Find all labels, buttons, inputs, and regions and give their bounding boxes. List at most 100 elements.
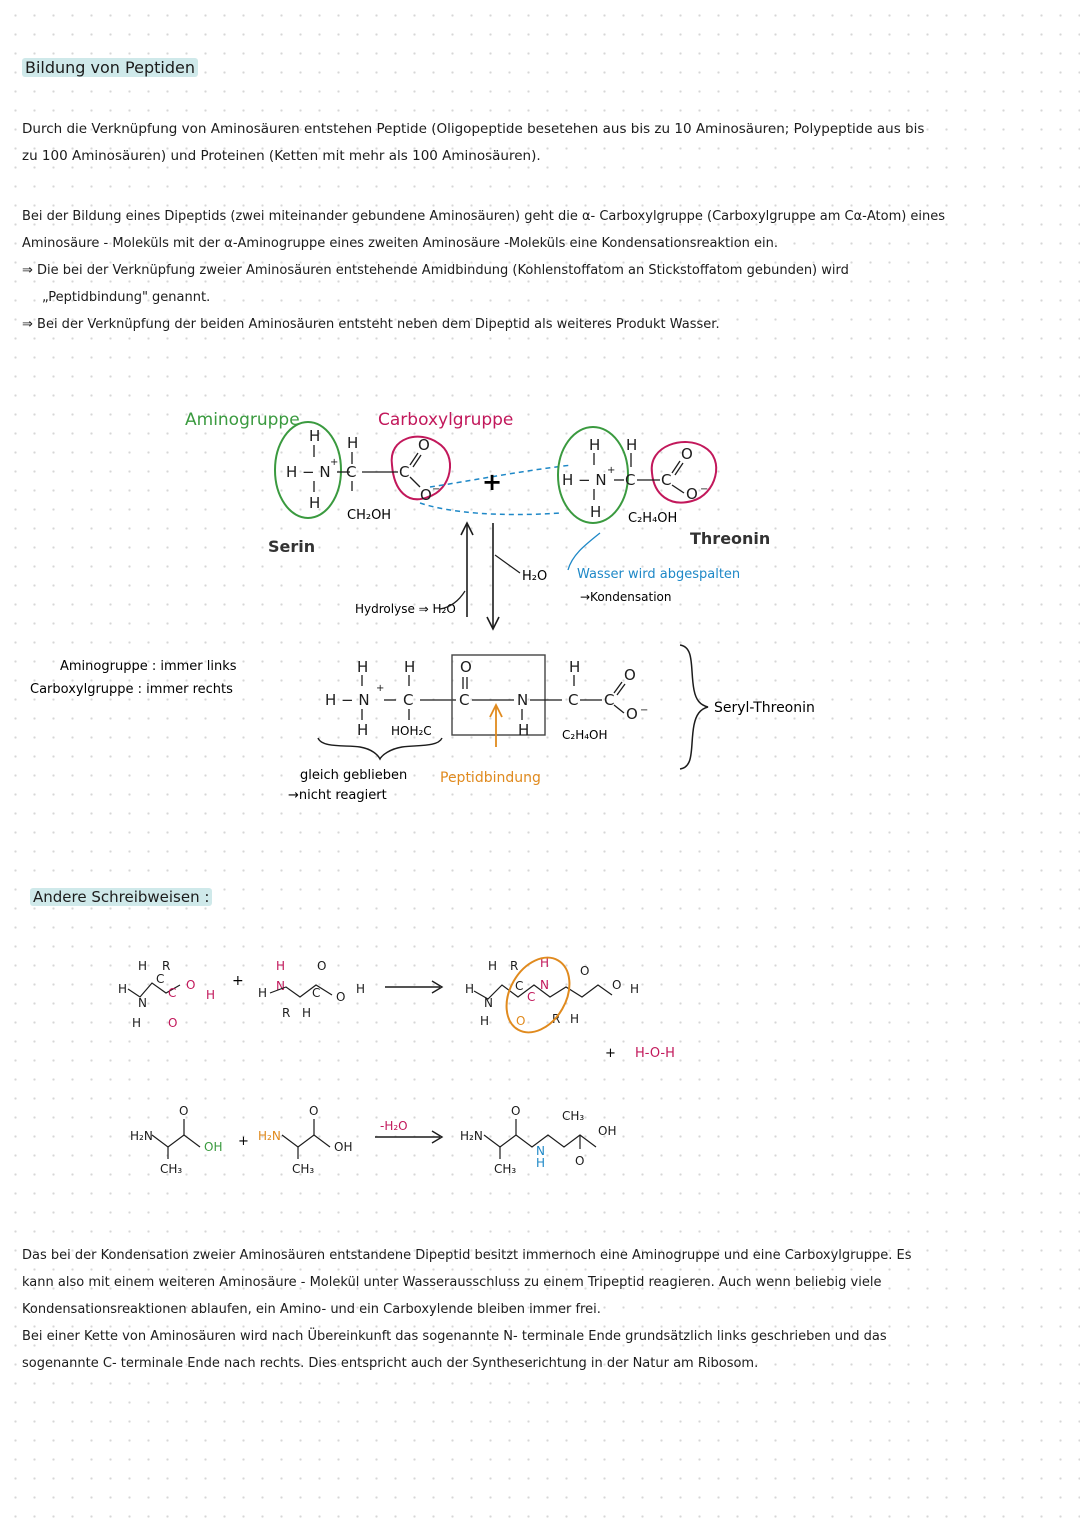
svg-text:H − N: H − N (286, 463, 331, 481)
intro-paragraph: Durch die Verknüpfung von Aminosäuren en… (22, 116, 1062, 170)
dip-h2n: H₂N (460, 1129, 483, 1143)
svg-text:H: H (589, 436, 600, 454)
dipeptide-line-1: Bei der Bildung eines Dipeptids (zwei mi… (22, 209, 946, 224)
label-kondensation: →Kondensation (580, 590, 671, 604)
svg-text:C: C (403, 691, 413, 709)
ala2-h2n: H₂N (258, 1129, 281, 1143)
dipeptide-line-2: Aminosäure - Moleküls mit der α-Aminogru… (22, 236, 779, 251)
svg-text:C: C (604, 691, 614, 709)
serin-amino-circle (274, 421, 342, 519)
label-aminogruppe: Aminogruppe (185, 410, 300, 430)
svg-text:O: O (317, 959, 326, 973)
intro-line-1: Durch die Verknüpfung von Aminosäuren en… (22, 121, 925, 137)
svg-text:O: O (626, 705, 638, 723)
plus-sign: + (482, 468, 502, 496)
label-peptidbindung: Peptidbindung (440, 770, 541, 786)
svg-text:H: H (276, 959, 285, 973)
peptide-bond-ellipse (505, 956, 571, 1034)
svg-text:H: H (570, 1012, 579, 1026)
svg-text:O: O (168, 1016, 177, 1030)
svg-text:H: H (258, 986, 267, 1000)
svg-text:−: − (700, 484, 708, 495)
svg-text:H: H (465, 982, 474, 996)
threonin-side-chain: C₂H₄OH (628, 511, 677, 526)
svg-text:−: − (432, 484, 440, 495)
svg-text:C: C (527, 990, 535, 1004)
svg-text:C: C (346, 463, 356, 481)
plus-water: + (605, 1046, 616, 1061)
svg-text:O: O (686, 485, 698, 503)
svg-text:H: H (309, 494, 320, 512)
threonin-amino-circle (557, 426, 629, 524)
title-text: Bildung von Peptiden (22, 58, 198, 77)
dashed-h-link (429, 464, 573, 488)
closing-line-1: Das bei der Kondensation zweier Aminosäu… (22, 1248, 912, 1263)
water-molecule: H-O-H (635, 1046, 675, 1061)
svg-text:C: C (625, 471, 635, 489)
svg-text:H: H (518, 721, 529, 739)
reaction-diagram-structural: Aminogruppe Carboxylgruppe H H − N + H H… (30, 410, 815, 803)
svg-text:H: H (302, 1006, 311, 1020)
label-threonin: Threonin (690, 529, 770, 548)
closing-line-3: Kondensationsreaktionen ablaufen, ein Am… (22, 1302, 601, 1317)
svg-text:H: H (488, 959, 497, 973)
label-gleich: gleich geblieben (300, 768, 407, 783)
svg-text:−: − (640, 705, 648, 716)
svg-text:C: C (399, 463, 409, 481)
svg-text:C: C (459, 691, 469, 709)
svg-text:O: O (186, 978, 195, 992)
svg-text:H: H (138, 959, 147, 973)
threonin-carboxyl-blob (650, 441, 718, 504)
svg-text:H − N: H − N (562, 471, 607, 489)
svg-text:H: H (590, 503, 601, 521)
svg-text:+: + (376, 683, 384, 694)
svg-text:H: H (357, 658, 368, 676)
threonin-structure: H H − N + H H C C O O − (562, 436, 708, 521)
svg-text:H: H (206, 988, 215, 1002)
intro-line-2: zu 100 Aminosäuren) und Proteinen (Kette… (22, 148, 541, 164)
svg-text:N: N (517, 691, 528, 709)
svg-text:O: O (580, 964, 589, 978)
label-nicht-reagiert: →nicht reagiert (288, 788, 387, 803)
label-carboxylgruppe: Carboxylgruppe (378, 410, 513, 430)
dip-oh: OH (598, 1124, 616, 1138)
plus-generic: + (232, 973, 244, 989)
serin-structure: H H − N + H H C C O O − (286, 427, 440, 512)
dipeptide-bullet-1a: ⇒ Die bei der Verknüpfung zweier Aminosä… (22, 263, 849, 278)
svg-text:H: H (347, 434, 358, 452)
dashed-oh-link (419, 502, 561, 516)
page-title: Bildung von Peptiden (22, 58, 198, 77)
label-hydrolyse: Hydrolyse ⇒ H₂O (355, 602, 456, 616)
svg-text:H: H (357, 721, 368, 739)
svg-text:+: + (330, 457, 338, 468)
svg-text:H: H (118, 982, 127, 996)
plus-ala: + (238, 1134, 249, 1149)
label-serin: Serin (268, 537, 315, 556)
svg-text:O: O (612, 978, 621, 992)
svg-text:O: O (516, 1014, 525, 1028)
svg-text:H: H (132, 1016, 141, 1030)
svg-text:N: N (540, 978, 549, 992)
ala2-ch3: CH₃ (292, 1162, 314, 1176)
svg-text:O: O (179, 1104, 188, 1118)
svg-text:N: N (484, 996, 493, 1010)
label-minus-h2o: -H₂O (380, 1119, 408, 1133)
ala1-ch3: CH₃ (160, 1162, 182, 1176)
closing-line-2: kann also mit einem weiteren Aminosäure … (22, 1275, 882, 1290)
svg-text:C: C (156, 972, 164, 986)
section-andere-schreibweisen: Andere Schreibweisen : (30, 888, 213, 906)
note-amino: Aminogruppe : immer links (60, 659, 237, 674)
svg-text:H: H (569, 658, 580, 676)
svg-text:H: H (536, 1156, 545, 1170)
closing-paragraph: Das bei der Kondensation zweier Aminosäu… (22, 1242, 1062, 1377)
svg-text:O: O (418, 436, 430, 454)
svg-text:O: O (420, 486, 432, 504)
svg-text:C: C (168, 986, 176, 1000)
serin-side-chain: CH₂OH (347, 508, 391, 523)
label-seryl-threonin: Seryl-Threonin (714, 700, 815, 716)
andere-heading: Andere Schreibweisen : (30, 888, 213, 906)
dipeptide-paragraph: Bei der Bildung eines Dipeptids (zwei mi… (22, 203, 1062, 338)
